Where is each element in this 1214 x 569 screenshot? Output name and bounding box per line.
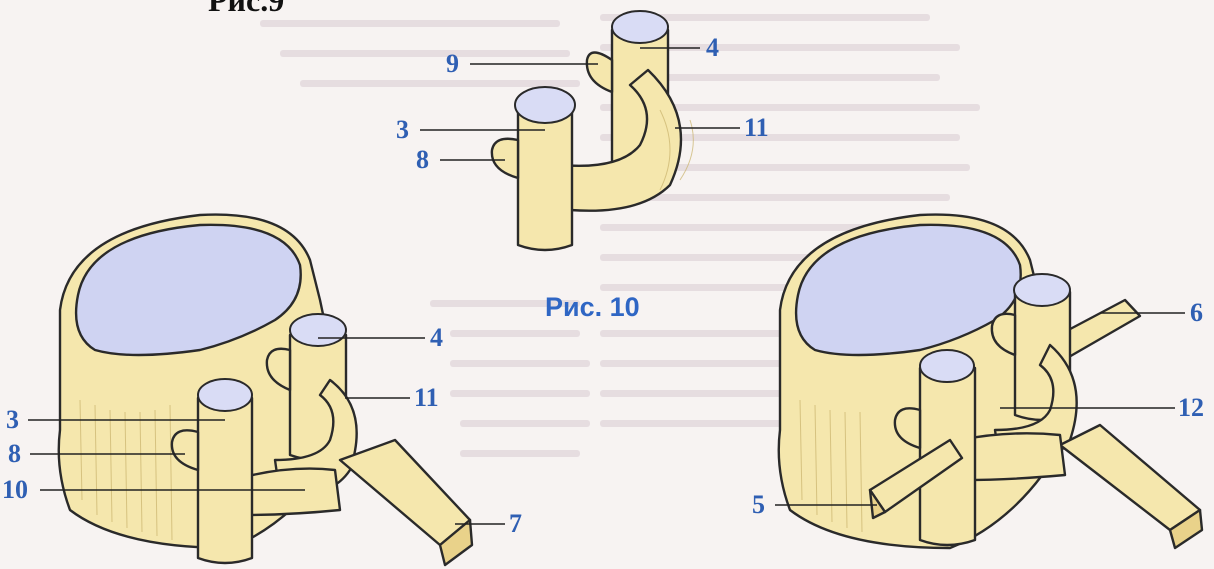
label-fig10-11: 11 (744, 113, 769, 142)
label-fig10-4: 4 (706, 33, 719, 62)
label-left-11: 11 (414, 383, 439, 412)
label-fig10-8: 8 (416, 145, 429, 174)
label-left-7: 7 (509, 509, 522, 538)
label-right-5: 5 (752, 490, 765, 519)
label-left-4: 4 (430, 323, 443, 352)
label-left-3: 3 (6, 405, 19, 434)
label-right-6: 6 (1190, 298, 1203, 327)
label-fig10-3: 3 (396, 115, 409, 144)
right-vertebra (779, 215, 1202, 548)
left-vertebra (59, 215, 472, 565)
label-right-12: 12 (1178, 393, 1204, 422)
label-fig10-9: 9 (446, 49, 459, 78)
label-left-8: 8 (8, 439, 21, 468)
label-left-10: 10 (2, 475, 28, 504)
